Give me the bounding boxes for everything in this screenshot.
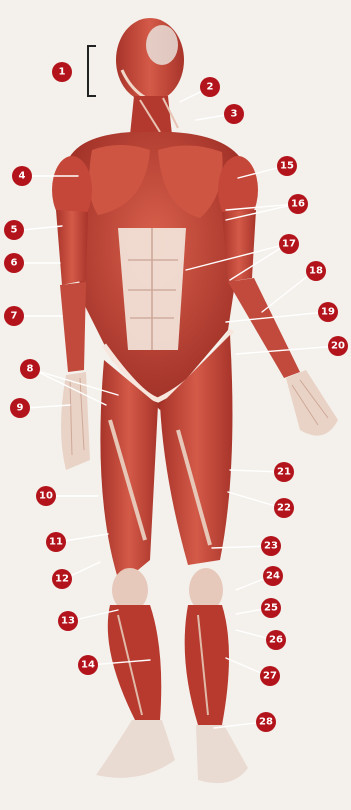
svg-text:2: 2 [207,82,214,93]
head [116,18,184,135]
marker-2: 2 [200,77,220,97]
marker-5: 5 [4,220,24,240]
marker-20: 20 [328,336,348,356]
svg-text:17: 17 [282,239,296,250]
svg-text:28: 28 [259,717,273,728]
marker-23: 23 [261,536,281,556]
marker-24: 24 [263,566,283,586]
svg-text:5: 5 [11,225,18,236]
marker-11: 11 [46,532,66,552]
svg-text:3: 3 [231,109,238,120]
svg-text:12: 12 [55,574,69,585]
svg-text:25: 25 [264,603,278,614]
svg-text:6: 6 [11,258,18,269]
marker-17: 17 [279,234,299,254]
svg-text:13: 13 [61,616,75,627]
svg-text:23: 23 [264,541,278,552]
marker-27: 27 [260,666,280,686]
marker-7: 7 [4,306,24,326]
marker-25: 25 [261,598,281,618]
svg-text:20: 20 [331,341,345,352]
svg-text:4: 4 [19,171,26,182]
bracket [88,46,96,96]
marker-16: 16 [288,194,308,214]
legs [96,335,248,783]
marker-15: 15 [277,156,297,176]
svg-text:14: 14 [81,660,95,671]
svg-text:1: 1 [59,67,66,78]
svg-text:21: 21 [277,467,291,478]
marker-4: 4 [12,166,32,186]
svg-text:9: 9 [17,403,24,414]
marker-10: 10 [36,486,56,506]
marker-12: 12 [52,569,72,589]
marker-9: 9 [10,398,30,418]
svg-text:16: 16 [291,199,305,210]
marker-28: 28 [256,712,276,732]
svg-text:18: 18 [309,266,323,277]
marker-19: 19 [318,302,338,322]
svg-text:19: 19 [321,307,335,318]
svg-text:24: 24 [266,571,280,582]
marker-8: 8 [20,359,40,379]
marker-6: 6 [4,253,24,273]
marker-14: 14 [78,655,98,675]
marker-26: 26 [266,630,286,650]
svg-text:10: 10 [39,491,53,502]
marker-3: 3 [224,104,244,124]
svg-text:27: 27 [263,671,277,682]
marker-1: 1 [52,62,72,82]
marker-22: 22 [274,498,294,518]
marker-21: 21 [274,462,294,482]
marker-18: 18 [306,261,326,281]
svg-text:7: 7 [11,311,18,322]
marker-13: 13 [58,611,78,631]
svg-text:26: 26 [269,635,283,646]
svg-text:11: 11 [49,537,63,548]
svg-text:15: 15 [280,161,294,172]
svg-text:8: 8 [27,364,34,375]
svg-text:22: 22 [277,503,291,514]
